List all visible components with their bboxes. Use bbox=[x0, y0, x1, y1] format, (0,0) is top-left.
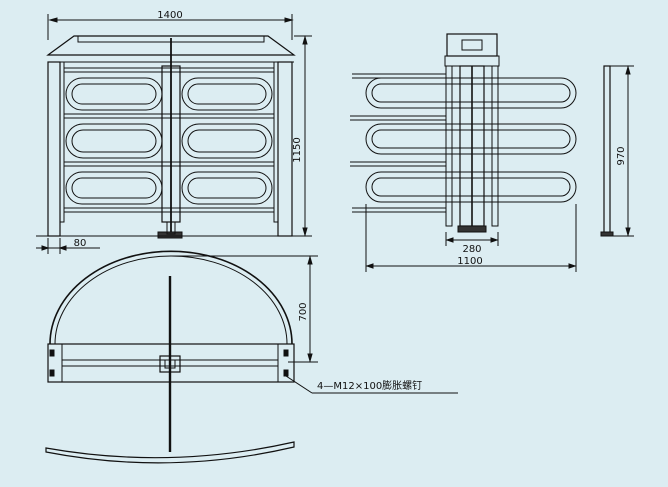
front-post-label: 80 bbox=[74, 238, 87, 249]
plan-rotor-hub bbox=[159, 276, 181, 452]
side-loops bbox=[365, 77, 577, 203]
front-left-post bbox=[47, 61, 65, 237]
front-view: 1400 bbox=[36, 10, 312, 254]
side-width-label: 1100 bbox=[457, 256, 482, 267]
front-fence-rails bbox=[64, 67, 274, 213]
end-height-dimension: 970 bbox=[610, 65, 634, 237]
side-view: 280 1100 bbox=[350, 33, 577, 272]
front-center-rotor bbox=[157, 38, 183, 239]
side-center-label: 280 bbox=[462, 244, 481, 255]
front-right-loops bbox=[181, 77, 273, 205]
side-width-dimension: 1100 bbox=[365, 204, 577, 272]
front-post-dimension: 80 bbox=[36, 238, 100, 254]
plan-depth-label: 700 bbox=[298, 302, 309, 321]
side-center-dimension: 280 bbox=[445, 232, 499, 255]
end-height-label: 970 bbox=[616, 146, 627, 165]
front-left-loops bbox=[65, 77, 163, 205]
front-width-dimension: 1400 bbox=[47, 10, 294, 40]
front-right-post bbox=[273, 61, 293, 237]
front-height-label: 1150 bbox=[292, 137, 303, 162]
plan-view: 700 4—M12×100膨胀螺钉 bbox=[45, 250, 458, 464]
front-width-label: 1400 bbox=[157, 10, 182, 21]
plan-sweep-arc bbox=[49, 250, 293, 345]
front-height-dimension: 1150 bbox=[292, 35, 312, 237]
anchor-bolt-callout: 4—M12×100膨胀螺钉 bbox=[285, 375, 458, 394]
side-column bbox=[445, 65, 499, 233]
plan-lower-arc bbox=[45, 441, 295, 464]
anchor-bolt-note: 4—M12×100膨胀螺钉 bbox=[317, 379, 422, 392]
plan-depth-dimension: 700 bbox=[170, 255, 318, 363]
side-left-arms bbox=[350, 73, 446, 213]
end-view: 970 bbox=[600, 65, 634, 237]
side-head bbox=[444, 33, 500, 67]
